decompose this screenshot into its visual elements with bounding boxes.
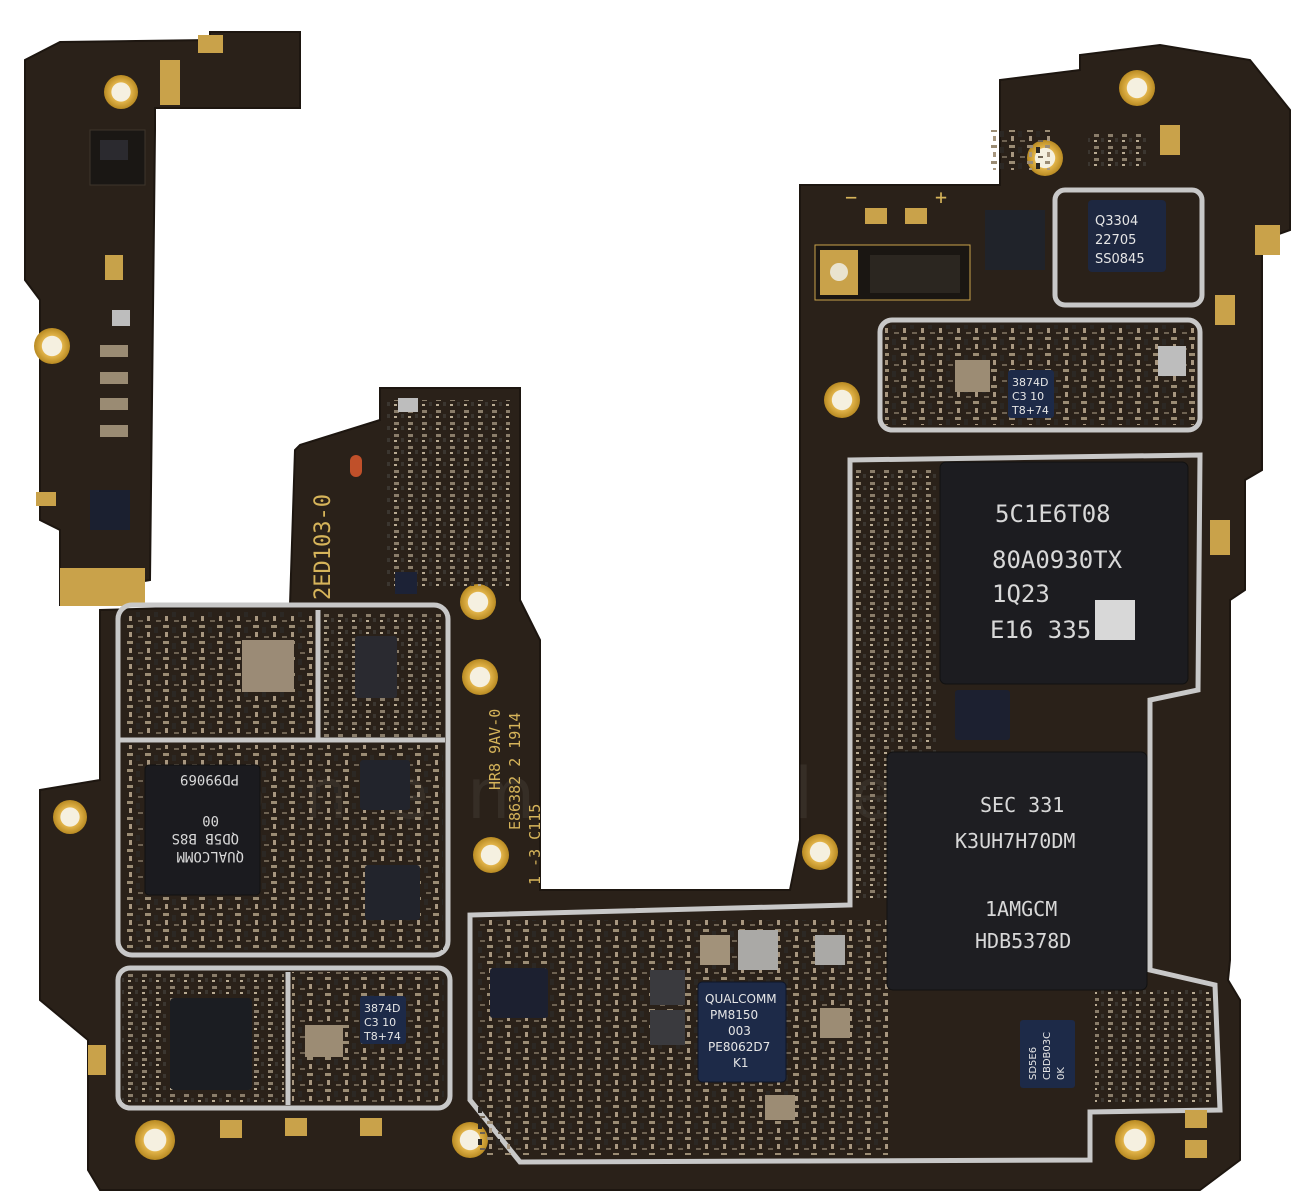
storage-chip-line-4: E16 335 bbox=[990, 616, 1091, 644]
storage-chip-line-1: 5C1E6T08 bbox=[995, 500, 1111, 528]
rf-line-1: QUALCOMM bbox=[177, 848, 244, 864]
rf-line-2: QD5B B8S bbox=[172, 830, 239, 846]
memory-chip-line-2: K3UH7H70DM bbox=[955, 829, 1075, 853]
storage-chip-line-2: 80A0930TX bbox=[992, 546, 1123, 574]
chip-3874d-b: 3874D C3 10 T8+74 bbox=[360, 996, 406, 1044]
pmic-chip: QUALCOMM PM8150 003 PE8062D7 K1 bbox=[697, 981, 787, 1083]
bottom-connectors bbox=[88, 520, 1230, 1158]
chip-a-line-2: C3 10 bbox=[1012, 390, 1044, 403]
storage-chip: 5C1E6T08 80A0930TX 1Q23 E16 335 bbox=[939, 461, 1189, 685]
chip-b-line-2: C3 10 bbox=[364, 1016, 396, 1029]
storage-chip-line-3: 1Q23 bbox=[992, 580, 1050, 608]
chip-rotated: SD5E6 CBDB03C 0K bbox=[1020, 1020, 1075, 1088]
memory-chip-line-3: 1AMGCM bbox=[985, 897, 1057, 921]
unmarked-chips bbox=[170, 346, 1186, 1120]
chip-b-line-3: T8+74 bbox=[363, 1030, 401, 1043]
chip-q3304: Q3304 22705 SS0845 bbox=[1088, 200, 1166, 272]
rf-line-4: PD99069 bbox=[180, 771, 239, 787]
upper-middle-components bbox=[350, 398, 510, 594]
board-code-label: 2ED103-0 bbox=[311, 494, 336, 600]
memory-chip-line-4: HDB5378D bbox=[975, 929, 1071, 953]
revision-label-3: 1 -3 C115 bbox=[526, 804, 544, 885]
revision-label-2: E86382 2 1914 bbox=[506, 713, 524, 830]
top-right-area bbox=[814, 125, 1280, 325]
pmic-line-2: PM8150 bbox=[710, 1008, 758, 1022]
pcb-outline bbox=[24, 31, 301, 606]
left-strip-components bbox=[36, 35, 223, 606]
q3304-line-2: 22705 bbox=[1095, 233, 1136, 248]
q3304-line-3: SS0845 bbox=[1095, 252, 1145, 267]
q3304-line-1: Q3304 bbox=[1095, 214, 1138, 229]
shield-frames bbox=[115, 187, 1223, 1165]
pmic-line-5: K1 bbox=[733, 1056, 749, 1070]
pmic-line-4: PE8062D7 bbox=[708, 1040, 770, 1054]
rot-chip-line-3: 0K bbox=[1056, 1067, 1067, 1080]
chip-a-line-1: 3874D bbox=[1012, 376, 1048, 389]
chip-a-line-3: T8+74 bbox=[1011, 404, 1049, 417]
chip-3874d-a: 3874D C3 10 T8+74 bbox=[1008, 370, 1054, 418]
rot-chip-line-1: SD5E6 bbox=[1028, 1047, 1039, 1080]
rf-transceiver-chip: QUALCOMM QD5B B8S 00 PD99069 bbox=[144, 764, 261, 896]
memory-chip-line-1: SEC 331 bbox=[980, 793, 1064, 817]
rf-line-3: 00 bbox=[202, 812, 219, 828]
rot-chip-line-2: CBDB03C bbox=[1042, 1032, 1053, 1080]
memory-chip: SEC 331 K3UH7H70DM 1AMGCM HDB5378D bbox=[886, 751, 1148, 991]
revision-label-1: HR8 9AV-0 bbox=[486, 709, 504, 790]
chip-b-line-1: 3874D bbox=[364, 1002, 400, 1015]
plus-marker: + bbox=[935, 185, 947, 209]
pmic-line-1: QUALCOMM bbox=[705, 992, 777, 1006]
minus-marker: − bbox=[845, 185, 857, 209]
pmic-line-3: 003 bbox=[728, 1024, 751, 1038]
